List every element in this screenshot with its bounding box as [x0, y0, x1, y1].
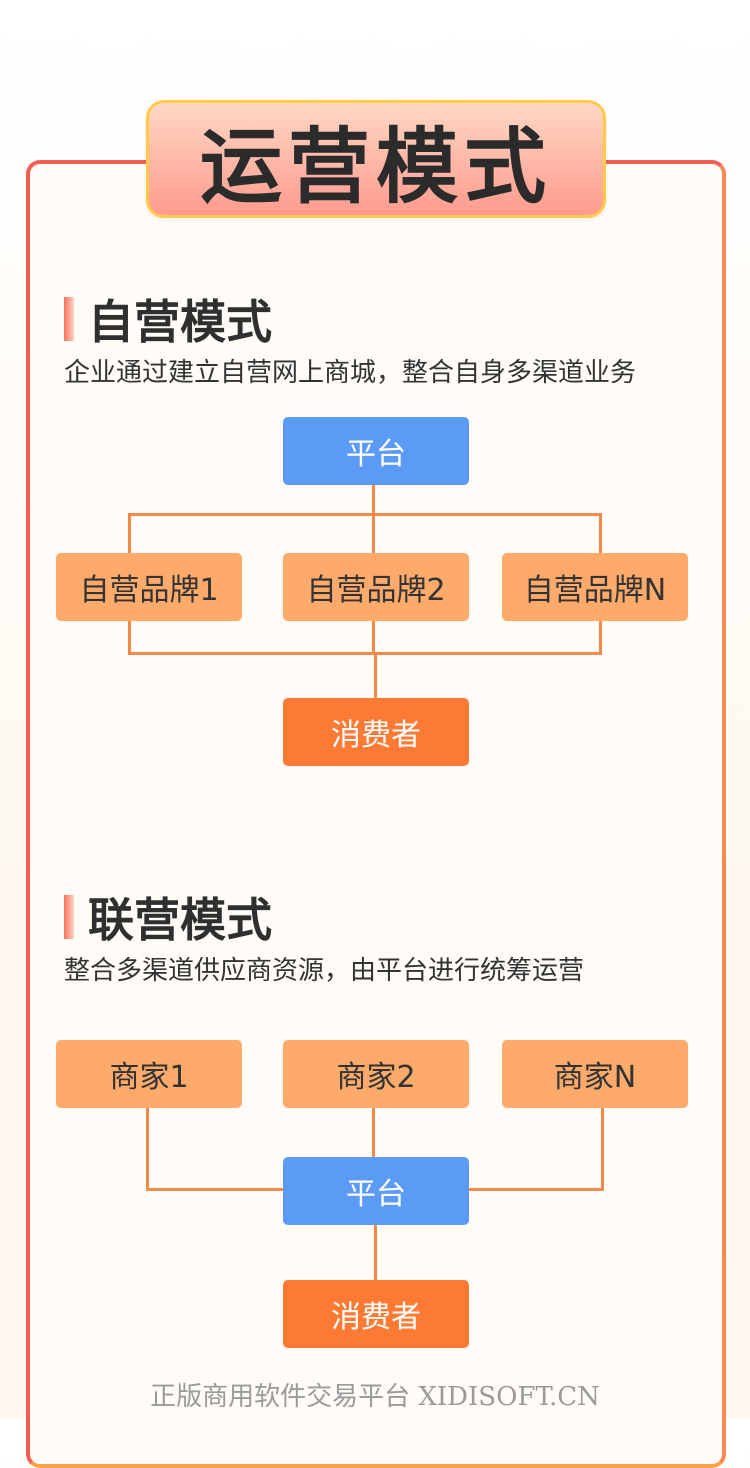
connector — [128, 652, 602, 655]
section-heading-joint-operated: 联营模式 — [64, 884, 272, 950]
connector — [146, 1188, 286, 1191]
connector — [128, 621, 131, 655]
merchant-node: 商家N — [502, 1040, 688, 1108]
connector — [374, 1225, 377, 1282]
connector — [599, 621, 602, 655]
connector — [128, 513, 602, 516]
merchant-node: 商家2 — [283, 1040, 469, 1108]
footer-watermark: 正版商用软件交易平台 XIDISOFT.CN — [150, 1382, 600, 1412]
section-description: 企业通过建立自营网上商城，整合自身多渠道业务 — [64, 358, 637, 388]
connector — [467, 1188, 604, 1191]
brand-node: 自营品牌1 — [56, 553, 242, 621]
section-title: 自营模式 — [88, 295, 272, 349]
heading-accent-bar — [64, 895, 74, 939]
section-heading-self-operated: 自营模式 — [64, 286, 272, 352]
connector — [372, 513, 375, 555]
page-title: 运营模式 — [199, 119, 552, 215]
brand-node: 自营品牌N — [502, 553, 688, 621]
consumer-node: 消费者 — [283, 698, 469, 766]
connector — [601, 1107, 604, 1191]
connector — [372, 621, 375, 655]
connector — [599, 513, 602, 555]
connector — [374, 652, 377, 700]
connector — [146, 1107, 149, 1191]
merchant-node: 商家1 — [56, 1040, 242, 1108]
connector — [372, 1107, 375, 1159]
heading-accent-bar — [64, 297, 74, 341]
brand-node: 自营品牌2 — [283, 553, 469, 621]
section-title: 联营模式 — [88, 893, 272, 947]
platform-node: 平台 — [283, 417, 469, 485]
platform-node: 平台 — [283, 1157, 469, 1225]
title-banner: 运营模式 — [146, 100, 606, 218]
connector — [128, 513, 131, 555]
connector — [372, 485, 375, 515]
consumer-node: 消费者 — [283, 1280, 469, 1348]
section-description: 整合多渠道供应商资源，由平台进行统筹运营 — [64, 956, 585, 986]
